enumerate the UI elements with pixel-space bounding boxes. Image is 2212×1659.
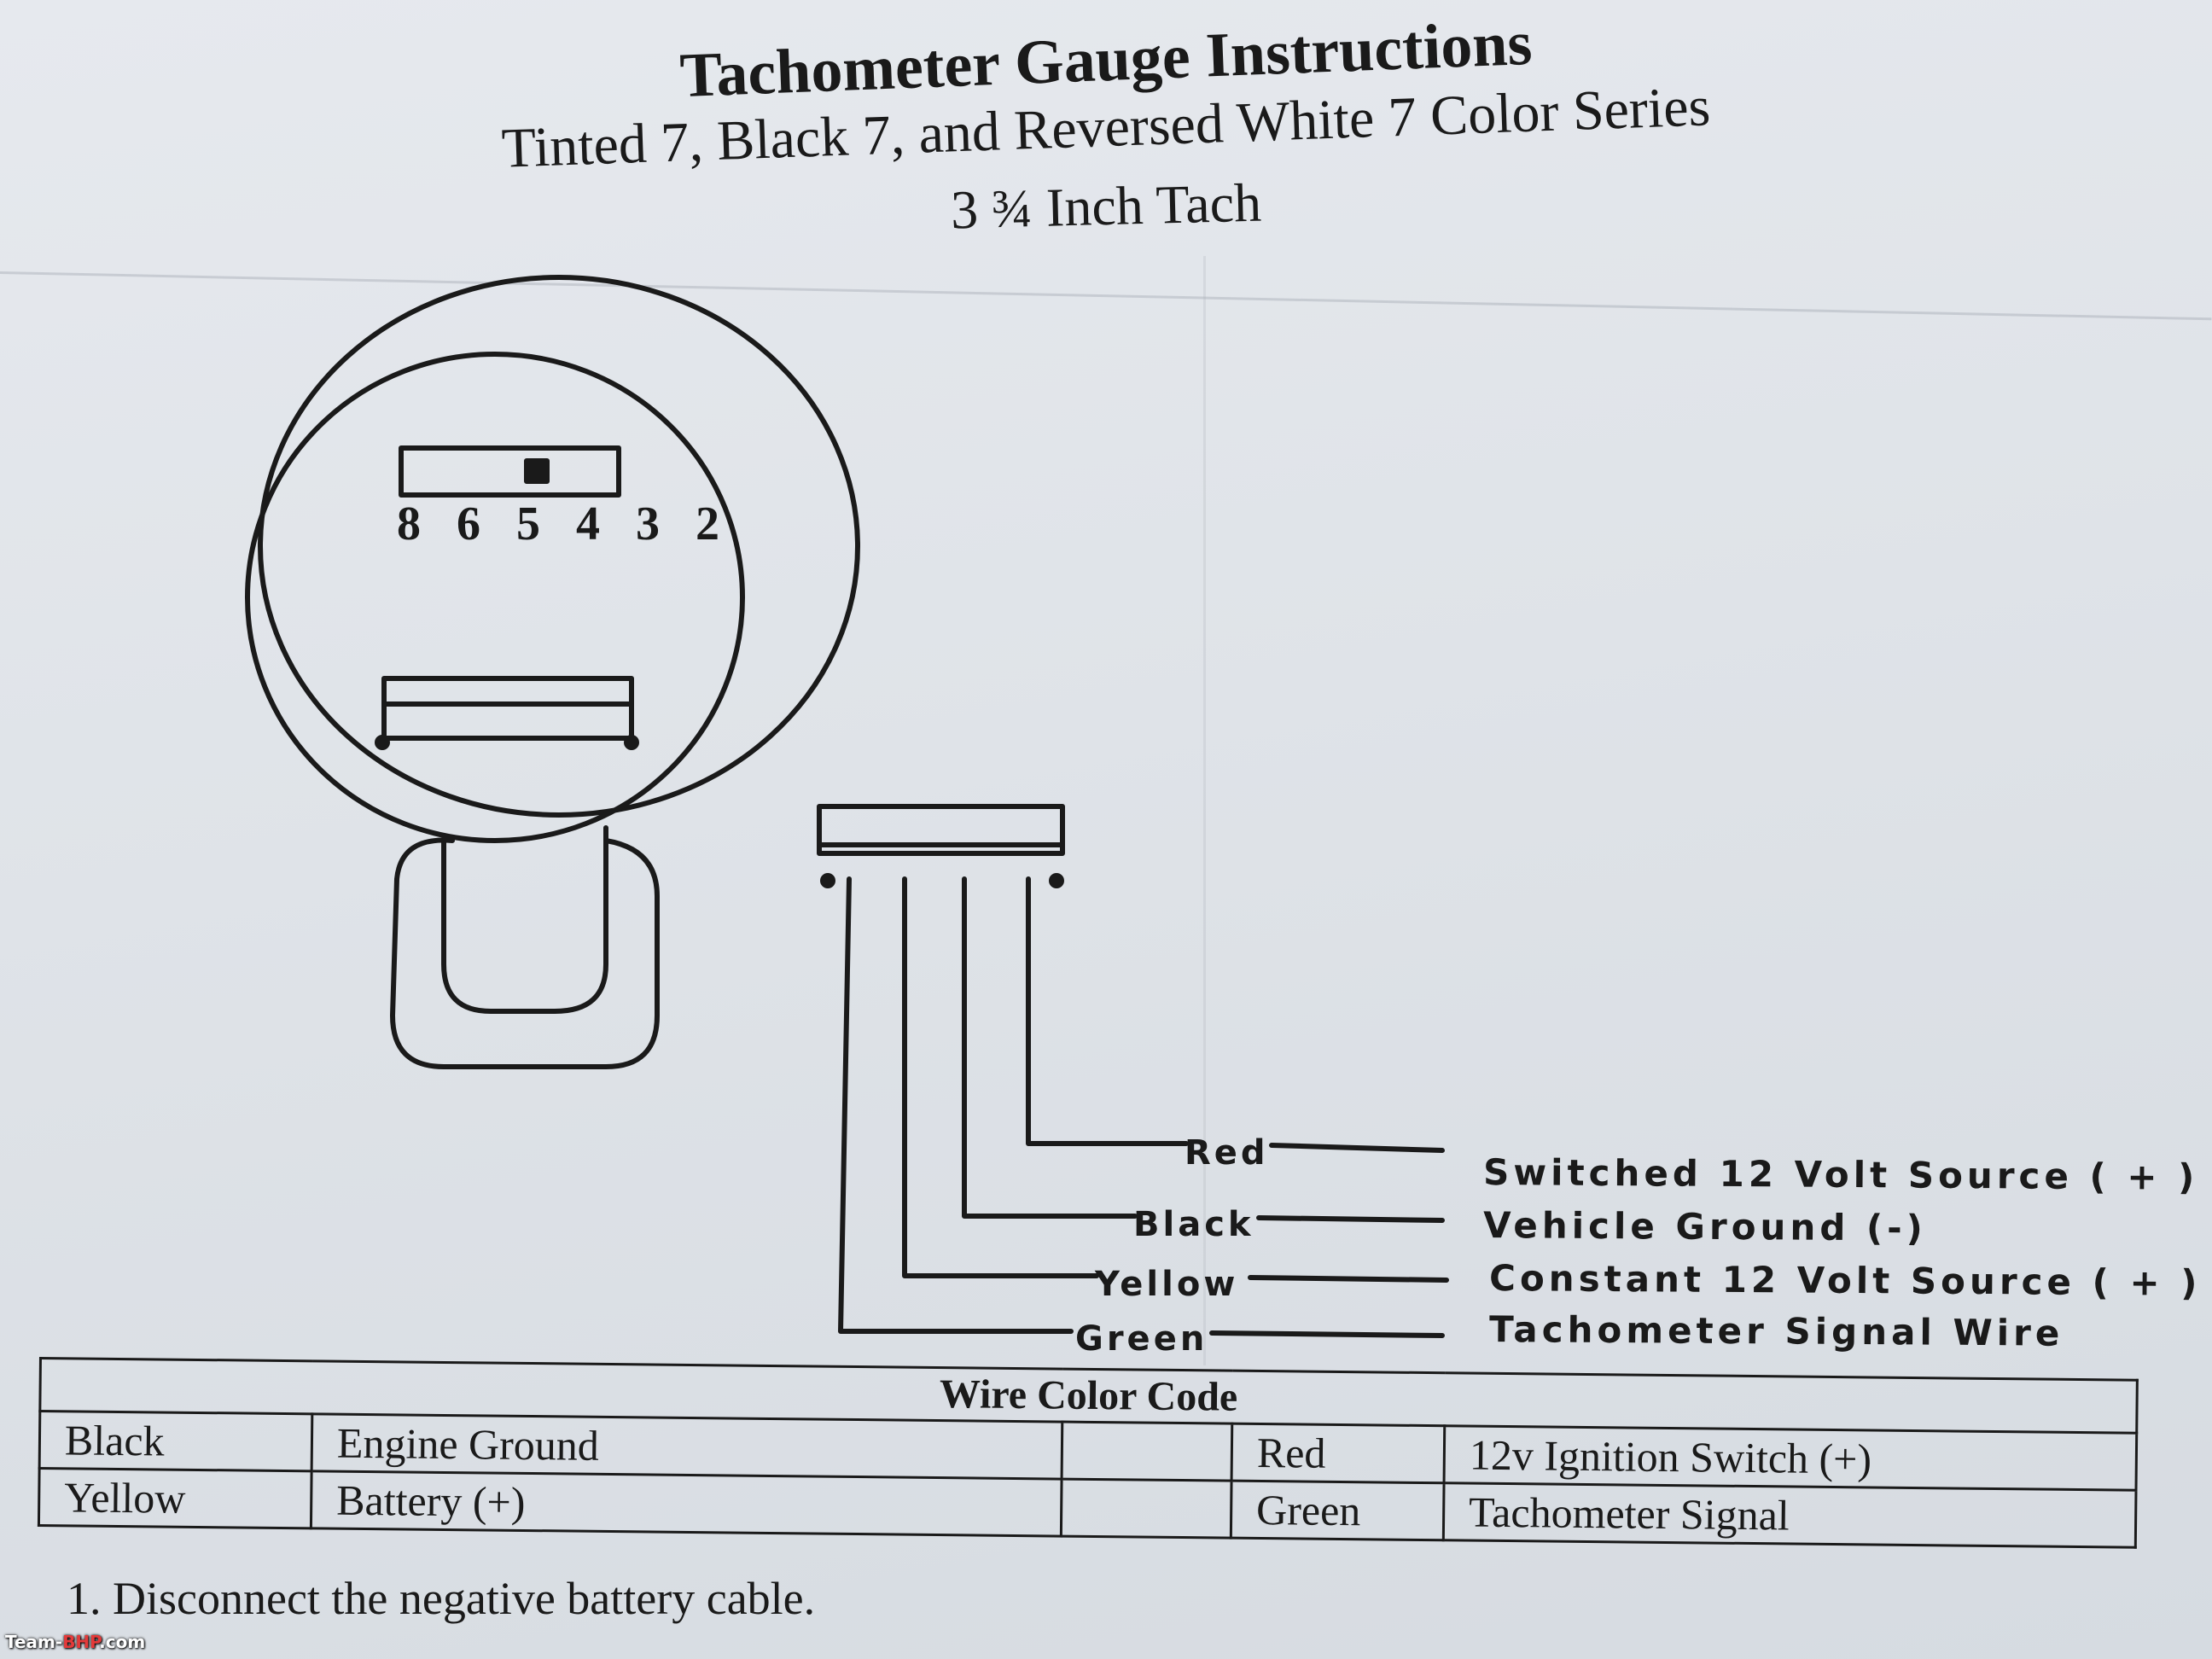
watermark-suffix: .com: [99, 1632, 146, 1652]
wire-black: [962, 876, 1138, 1219]
instruction-step-1: 1. Disconnect the negative battery cable…: [67, 1573, 816, 1624]
wire-label-red: Red: [1185, 1133, 1269, 1173]
table-cell-color: Black: [39, 1411, 312, 1471]
wire-desc-yellow: Constant 12 Volt Source ( + ): [1489, 1257, 2202, 1304]
scale-window: [399, 445, 621, 498]
paper-fold-vertical: [1203, 256, 1206, 1365]
table-cell-empty: [1062, 1422, 1232, 1481]
wire-desc-red: Switched 12 Volt Source ( + ): [1483, 1151, 2199, 1198]
table-cell-function: Battery (+): [311, 1470, 1062, 1537]
table-cell-color: Red: [1231, 1423, 1445, 1483]
table-cell-function: Engine Ground: [311, 1413, 1062, 1480]
gauge-scale-numbers: 8 6 5 4 3 2: [397, 498, 731, 550]
wire-green: [838, 876, 1074, 1334]
watermark-prefix: Team-: [5, 1632, 63, 1652]
lower-panel: [381, 676, 634, 741]
table-cell-function: 12v Ignition Switch (+): [1444, 1425, 2137, 1491]
gauge-face: [245, 352, 745, 843]
mounting-bracket-outer: [390, 837, 660, 1069]
wire-color-table: Wire Color Code Black Engine Ground Red …: [38, 1357, 2139, 1549]
table-cell-color: Yellow: [38, 1468, 312, 1528]
gauge-housing-outer: [258, 275, 860, 818]
wire-desc-green: Tachometer Signal Wire: [1489, 1308, 2064, 1354]
connector-plug: [817, 804, 1065, 856]
mounting-bracket-inner: [441, 825, 608, 1014]
watermark: Team-BHP.com: [5, 1632, 145, 1652]
wire-desc-black: Vehicle Ground (-): [1483, 1204, 1927, 1249]
table-cell-empty: [1061, 1479, 1232, 1539]
scale-marker: [524, 458, 550, 484]
watermark-accent: BHP: [62, 1632, 100, 1652]
wire-red: [1026, 876, 1189, 1146]
wire-label-yellow: Yellow: [1094, 1265, 1238, 1304]
wire-label-green: Green: [1075, 1319, 1208, 1359]
table-cell-color: Green: [1231, 1481, 1445, 1540]
wire-yellow: [902, 876, 1099, 1278]
table-cell-function: Tachometer Signal: [1443, 1482, 2136, 1548]
wire-label-black: Black: [1133, 1205, 1254, 1244]
